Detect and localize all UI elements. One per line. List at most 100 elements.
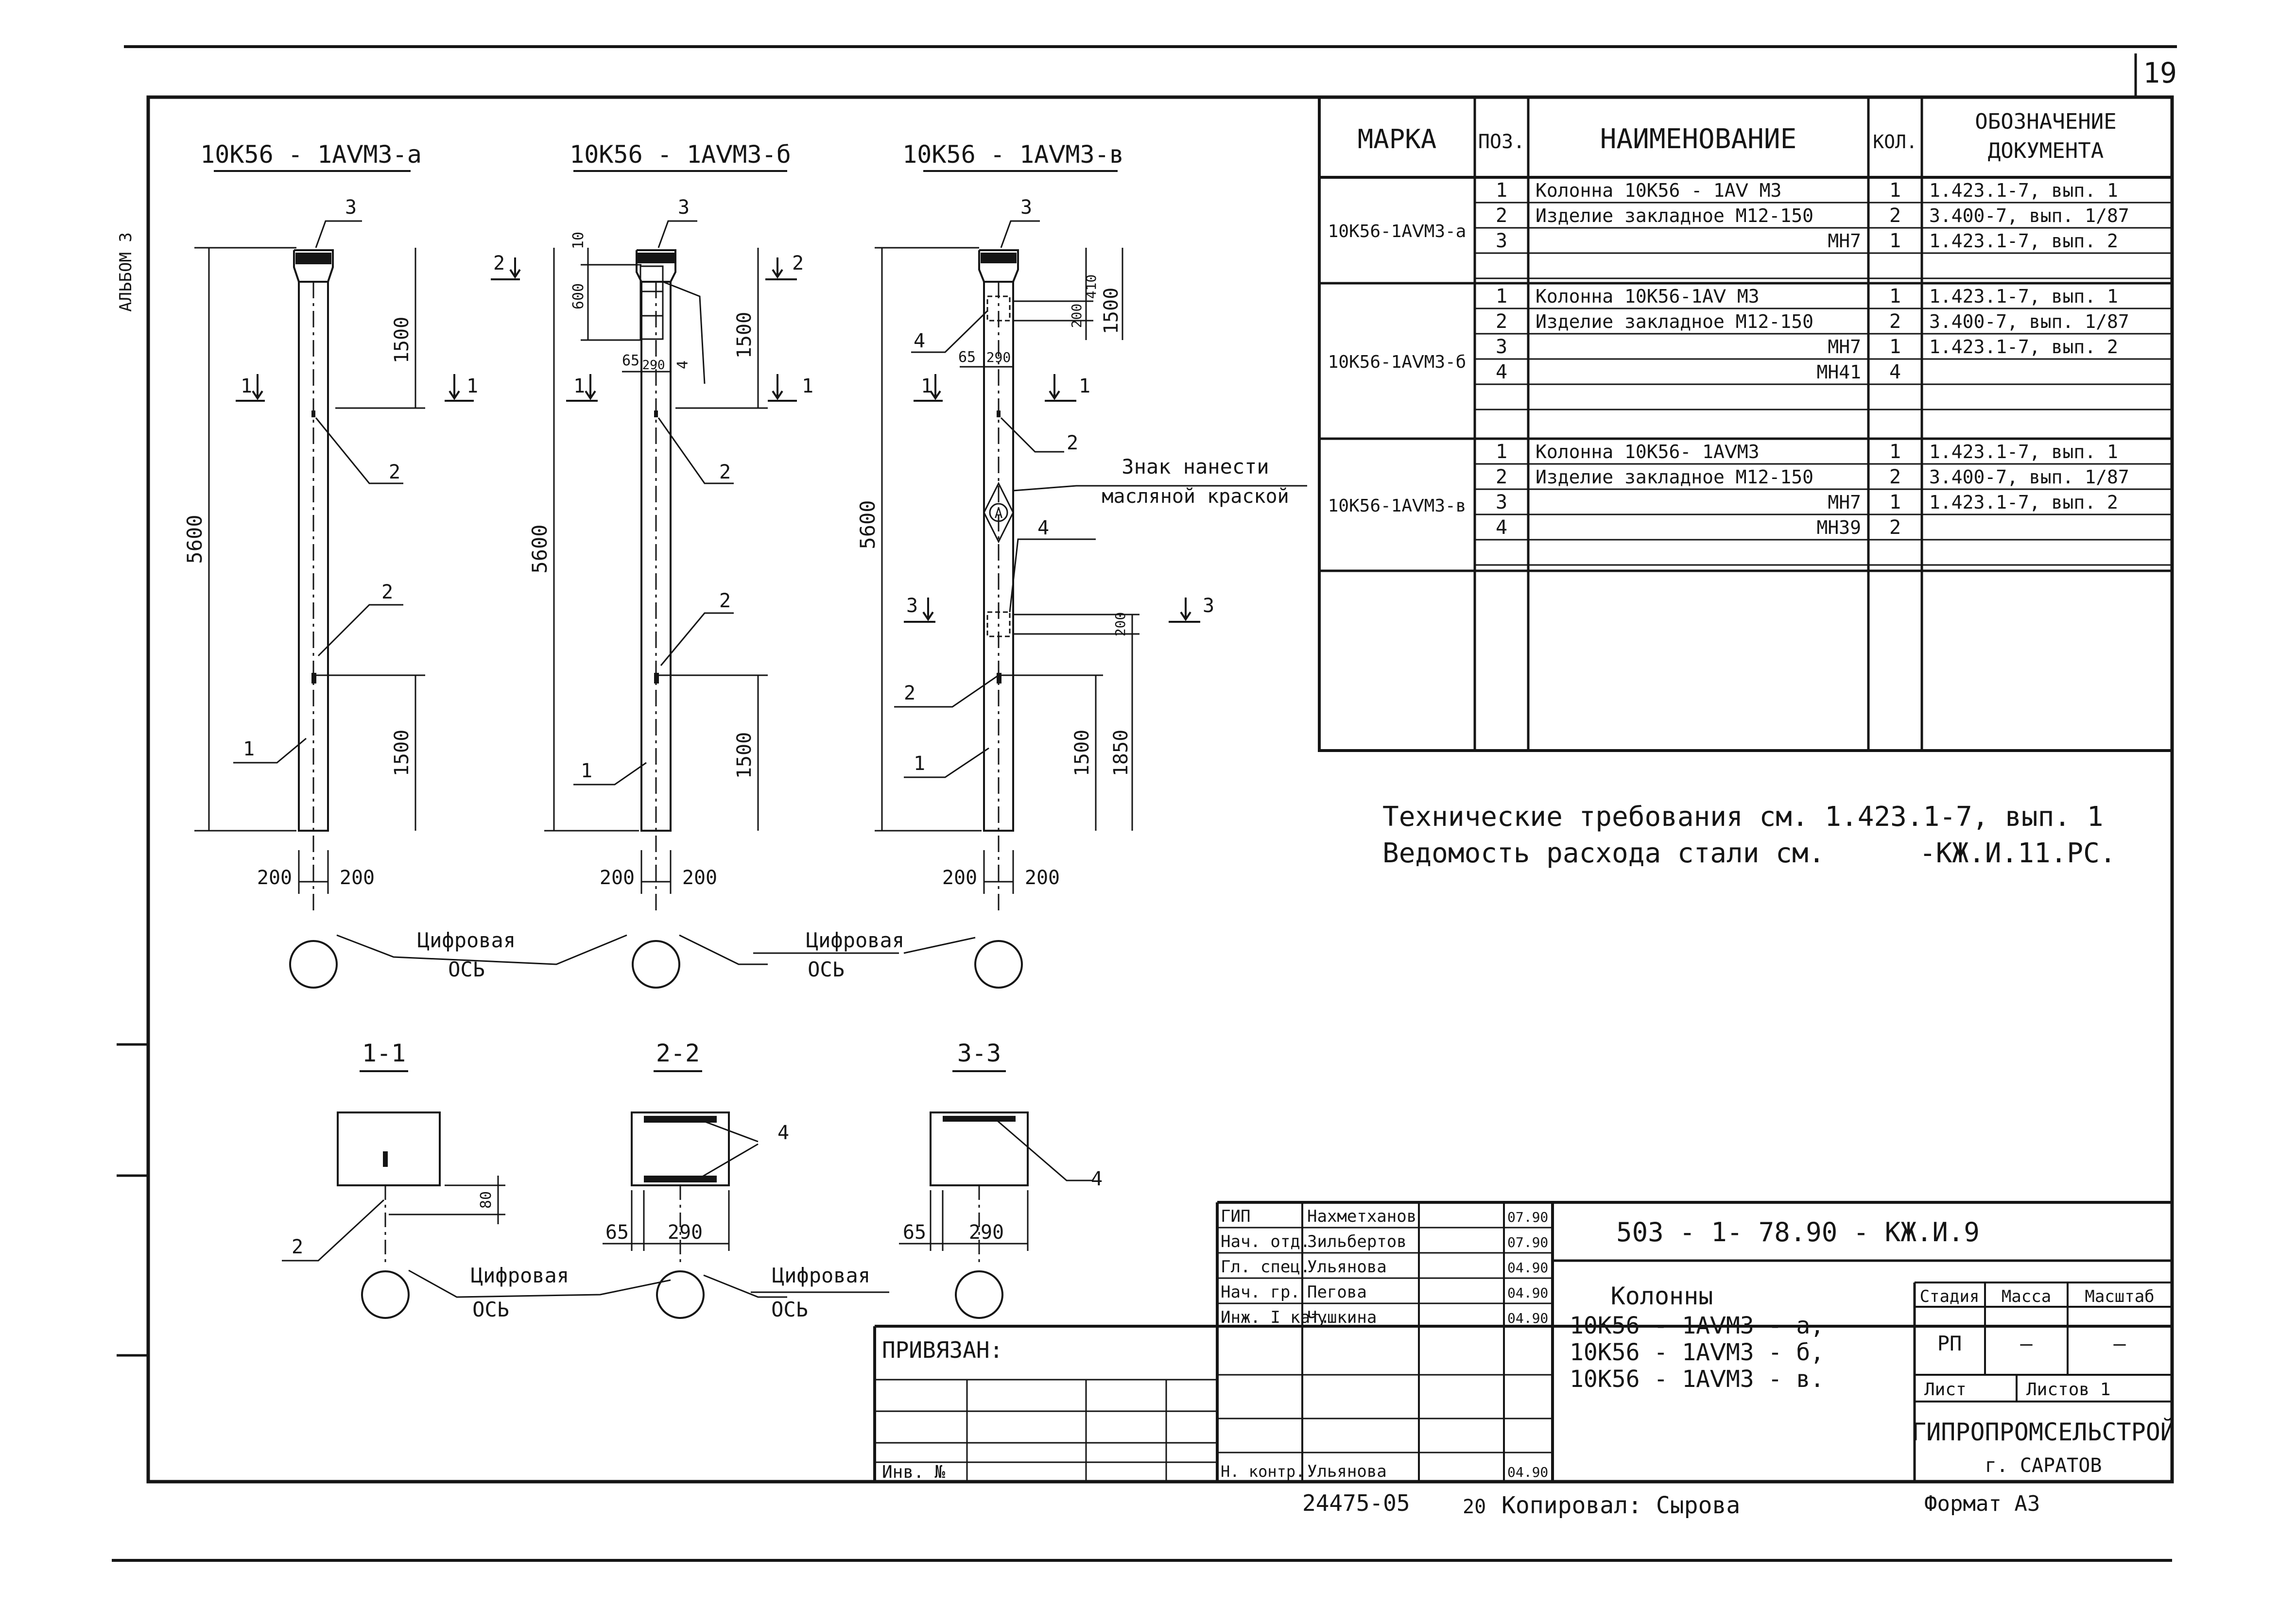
svg-text:65: 65: [622, 352, 639, 369]
spec-header-mark: МАРКА: [1358, 124, 1437, 154]
column-view-a: 10К56 - 1АⅤМ3-а 5600 1500 1500 1 1 3 2 2…: [183, 140, 627, 989]
signature-cell: 07.90: [1507, 1234, 1548, 1250]
margin-stamp: АЛЬБОМ 3: [116, 232, 136, 312]
svg-text:Лист: Лист: [1924, 1380, 1967, 1400]
svg-text:Стадия: Стадия: [1920, 1287, 1980, 1306]
spec-cell-qty: 1: [1889, 441, 1901, 463]
spec-cell-qty: 1: [1889, 285, 1901, 308]
spec-cell-doc: 3.400-7, вып. 1/87: [1929, 205, 2129, 226]
dim-total: 5600: [183, 514, 207, 564]
svg-text:1850: 1850: [1110, 730, 1132, 776]
svg-text:80: 80: [478, 1191, 495, 1209]
svg-text:290: 290: [668, 1221, 703, 1244]
spec-cell-pos: 1: [1496, 441, 1507, 463]
spec-cell-pos: 3: [1496, 491, 1507, 513]
signature-cell: 04.90: [1507, 1285, 1548, 1301]
spec-cell-pos: 3: [1496, 336, 1507, 358]
svg-text:1500: 1500: [1100, 288, 1122, 334]
title-line-4: 10К56 - 1АⅤМ3 - в.: [1570, 1366, 1824, 1393]
svg-text:410: 410: [1083, 274, 1099, 299]
svg-text:5600: 5600: [528, 524, 552, 573]
svg-text:200: 200: [340, 867, 375, 889]
title-line-3: 10К56 - 1АⅤМ3 - б,: [1570, 1339, 1824, 1366]
signature-cell: ГИП: [1221, 1207, 1250, 1226]
svg-text:1500: 1500: [733, 732, 756, 779]
spec-cell-name: Колонна 10К56 - 1АⅤ М3: [1536, 180, 1781, 201]
axis-circle: [632, 940, 680, 989]
dim-bottom: 1500: [391, 730, 413, 776]
spec-cell-mark: 10К56-1АⅤМ3-б: [1328, 352, 1467, 372]
svg-text:290: 290: [642, 358, 665, 373]
spec-cell-qty: 1: [1889, 230, 1901, 252]
note-line-1: Знак нанести: [1122, 455, 1269, 479]
title-line-2: 10К56 - 1АⅤМ3 - а,: [1570, 1312, 1824, 1339]
svg-text:2: 2: [292, 1236, 303, 1258]
svg-text:2: 2: [389, 461, 400, 483]
svg-text:—: —: [2113, 1332, 2126, 1355]
svg-text:1500: 1500: [1071, 730, 1093, 776]
footer-format: Формат А3: [1924, 1491, 2040, 1516]
svg-text:65: 65: [958, 349, 976, 366]
svg-text:1: 1: [1079, 375, 1090, 397]
spec-cell-name: Колонна 10К56- 1АⅤМ3: [1536, 441, 1760, 462]
spec-cell-pos: 2: [1496, 205, 1507, 227]
spec-cell-pos: 1: [1496, 285, 1507, 308]
svg-text:3: 3: [678, 196, 690, 219]
spec-cell-mark: 10К56-1АⅤМ3-а: [1328, 222, 1467, 241]
section-3-3: 3-3 4 65 290: [899, 1039, 1103, 1319]
axis-circle: [955, 1270, 1003, 1319]
svg-text:1: 1: [914, 752, 925, 775]
bound-label: ПРИВЯЗАН:: [882, 1337, 1003, 1363]
svg-text:1: 1: [802, 375, 813, 397]
signature-cell: Чушкина: [1307, 1308, 1377, 1327]
spec-cell-name: Изделие закладное М12-150: [1536, 466, 1813, 488]
spec-cell-qty: 1: [1889, 179, 1901, 202]
spec-header-pos: ПОЗ.: [1478, 131, 1525, 153]
axis-circle: [289, 940, 338, 989]
svg-text:1: 1: [573, 375, 585, 397]
column-view-c: 10К56 - 1АⅤМ3-в А Знак нанести масляной …: [856, 140, 1307, 989]
axis-circle: [361, 1270, 410, 1319]
spec-cell-name: МН7: [1828, 336, 1861, 358]
spec-cell-qty: 2: [1889, 516, 1901, 539]
spec-cell-qty: 2: [1889, 205, 1901, 227]
svg-text:РП: РП: [1937, 1332, 1962, 1355]
svg-text:Листов 1: Листов 1: [2026, 1380, 2110, 1400]
svg-text:5600: 5600: [856, 500, 880, 549]
svg-text:4: 4: [914, 330, 925, 352]
note-line-2: масляной краской: [1102, 485, 1289, 508]
document-code: 503 - 1- 78.90 - КЖ.И.9: [1616, 1217, 1980, 1248]
spec-cell-doc: 3.400-7, вып. 1/87: [1929, 466, 2129, 488]
svg-text:2: 2: [493, 252, 505, 274]
signature-cell: 04.90: [1507, 1310, 1548, 1326]
drawing-frame: [146, 95, 2174, 1484]
spec-cell-pos: 3: [1496, 230, 1507, 252]
svg-text:200: 200: [1112, 612, 1128, 637]
marker-letter: А: [995, 505, 1003, 521]
svg-text:3: 3: [906, 595, 918, 617]
svg-text:3: 3: [1020, 196, 1032, 219]
svg-text:2: 2: [904, 682, 915, 704]
svg-text:200: 200: [942, 867, 977, 889]
view-title: 10К56 - 1АⅤМ3-а: [200, 140, 422, 169]
svg-text:65: 65: [903, 1221, 926, 1244]
svg-text:3-3: 3-3: [957, 1039, 1001, 1067]
note-tech-requirements: Технические требования см. 1.423.1-7, вы…: [1382, 801, 2103, 833]
inv-label: Инв. №: [882, 1462, 945, 1482]
spec-header-doc-2: ДОКУМЕНТА: [1988, 138, 2104, 163]
svg-text:4: 4: [1091, 1168, 1103, 1190]
section-2-2: 2-2 4 65 290 Цифровая ОСЬ: [603, 1039, 889, 1321]
spec-cell-qty: 4: [1889, 361, 1901, 383]
svg-text:04.90: 04.90: [1507, 1464, 1548, 1480]
spec-cell-qty: 2: [1889, 310, 1901, 333]
page-number: 19: [2143, 56, 2177, 89]
spec-cell-doc: 3.400-7, вып. 1/87: [1929, 311, 2129, 332]
svg-text:1: 1: [466, 375, 478, 397]
svg-text:2: 2: [381, 581, 393, 603]
signature-cell: Ульянова: [1307, 1257, 1387, 1277]
svg-text:200: 200: [1069, 304, 1085, 328]
signature-cell: Гл. спец.: [1221, 1257, 1310, 1277]
spec-cell-doc: 1.423.1-7, вып. 1: [1929, 180, 2118, 201]
spec-cell-doc: 1.423.1-7, вып. 2: [1929, 336, 2118, 358]
marker-diamond: [983, 481, 1014, 544]
